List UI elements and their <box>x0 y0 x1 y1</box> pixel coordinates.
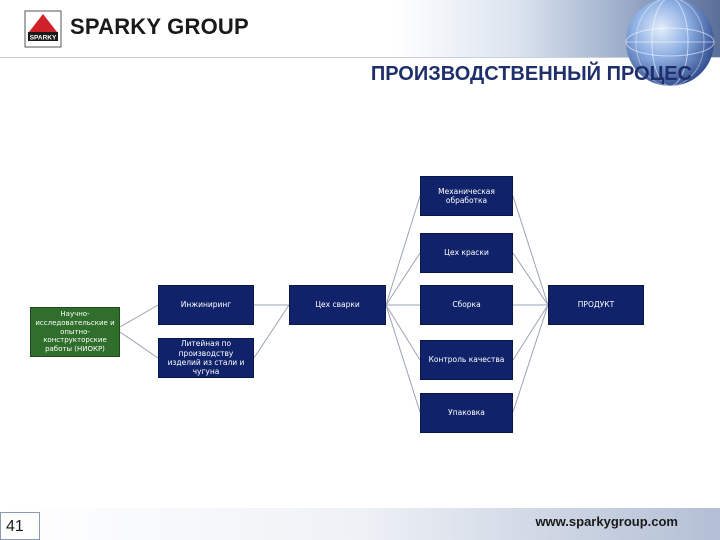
quality-control-box: Контроль качества <box>420 340 513 380</box>
packing-box: Упаковка <box>420 393 513 433</box>
product-box: ПРОДУКТ <box>548 285 644 325</box>
assembly-box: Сборка <box>420 285 513 325</box>
welding-box: Цех сварки <box>289 285 386 325</box>
niokr-box: Научно-исследовательские и опытно-констр… <box>30 307 120 357</box>
page-number: 41 <box>6 518 24 536</box>
engineering-box: Инжиниринг <box>158 285 254 325</box>
foundry-box: Литейная по производству изделий из стал… <box>158 338 254 378</box>
machining-box: Механическая обработка <box>420 176 513 216</box>
website-url: www.sparkygroup.com <box>535 514 678 529</box>
painting-box: Цех краски <box>420 233 513 273</box>
